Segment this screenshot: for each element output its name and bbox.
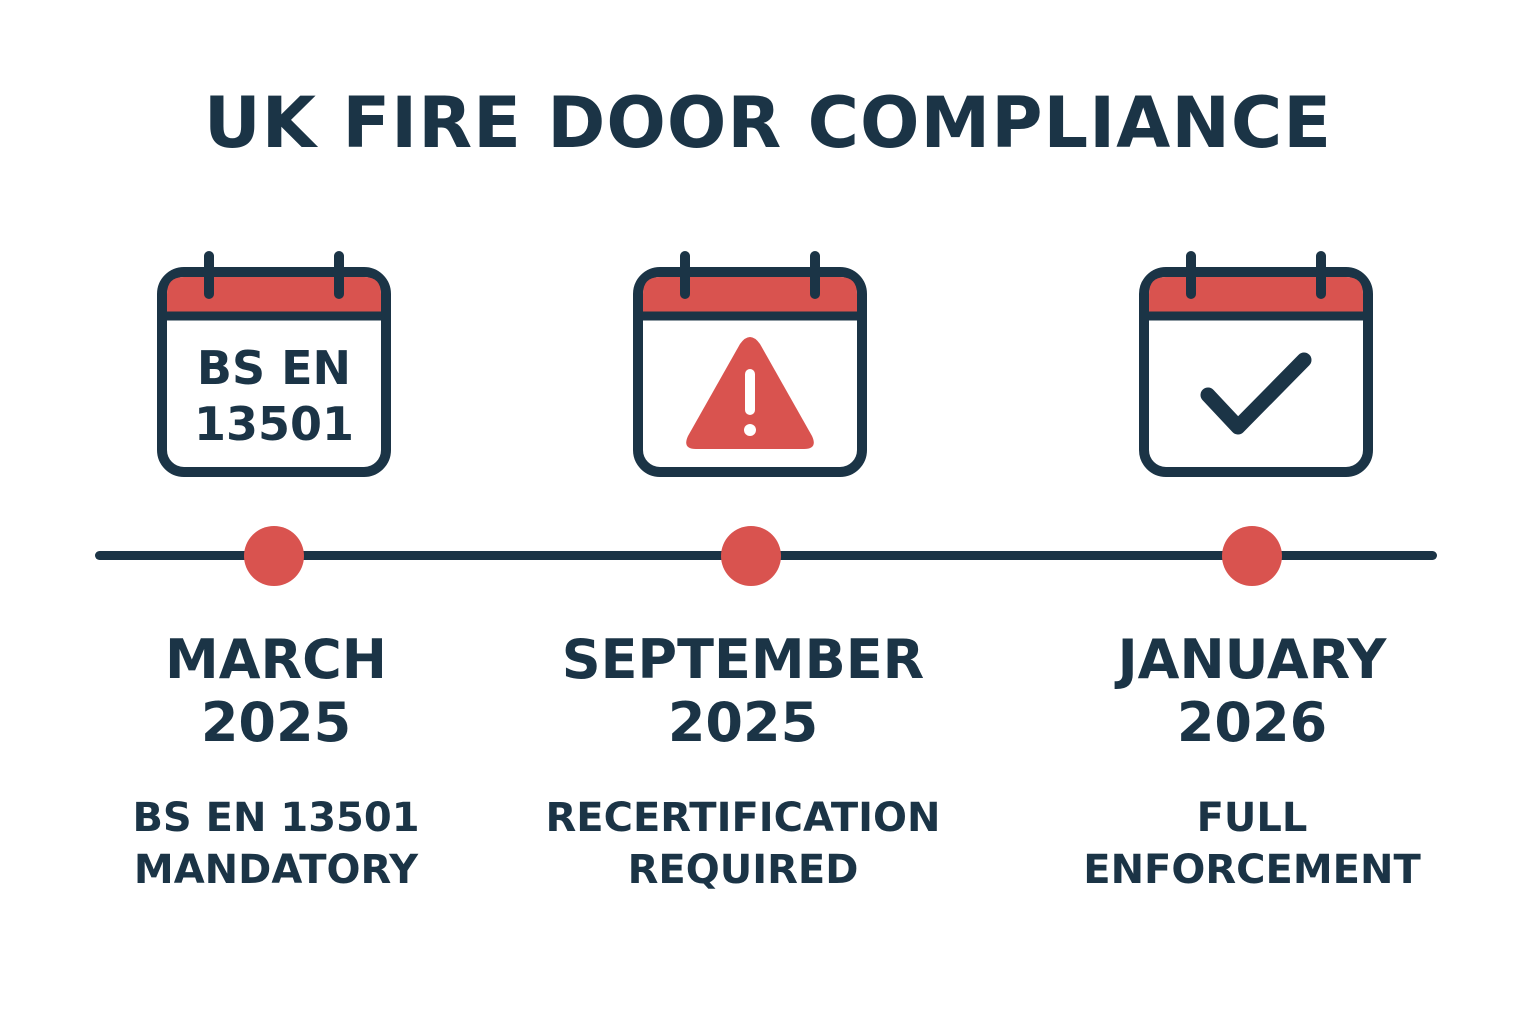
milestone-description: RECERTIFICATION — [545, 795, 941, 841]
milestone-year: 2026 — [1176, 691, 1328, 754]
milestone-label: MARCH 2025 BS EN 13501 MANDATORY — [66, 628, 486, 896]
timeline-dot — [1222, 526, 1282, 586]
milestone-year: 2025 — [667, 691, 819, 754]
checkmark-icon — [1200, 352, 1312, 435]
milestone-description: MANDATORY — [133, 847, 419, 893]
milestone-label: SEPTEMBER 2025 RECERTIFICATION REQUIRED — [533, 628, 953, 896]
calendar-text-icon: BS EN 13501 — [156, 250, 392, 478]
milestone-month: MARCH — [165, 628, 387, 691]
milestone-month: SEPTEMBER — [561, 628, 925, 691]
calendar-check-icon — [1138, 250, 1374, 478]
milestone-description: REQUIRED — [627, 847, 859, 893]
calendar-warning-icon — [632, 250, 868, 478]
milestone-label: JANUARY 2026 FULL ENFORCEMENT — [1042, 628, 1462, 896]
timeline-dot — [244, 526, 304, 586]
warning-triangle-icon — [686, 337, 814, 449]
page-title: UK FIRE DOOR COMPLIANCE — [203, 82, 1333, 164]
calendar-text-line: 13501 — [193, 397, 355, 451]
calendar-text-line: BS EN — [196, 341, 352, 395]
milestone-description: FULL — [1196, 795, 1308, 841]
milestone-description: BS EN 13501 — [132, 795, 420, 841]
milestone-month: JANUARY — [1117, 628, 1387, 691]
timeline-dot — [721, 526, 781, 586]
milestone-description: ENFORCEMENT — [1083, 847, 1421, 893]
milestone-year: 2025 — [200, 691, 352, 754]
